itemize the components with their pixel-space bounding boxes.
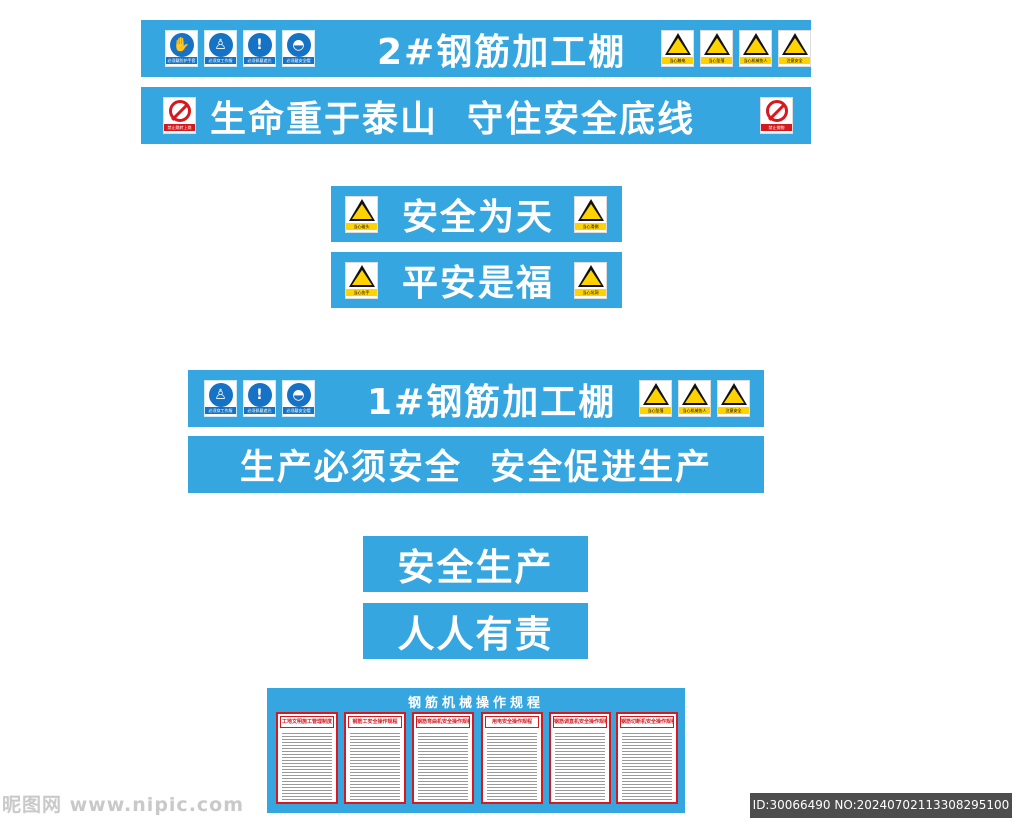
slogan-production: 安全生产 — [363, 536, 588, 592]
helmet-icon: ◓ — [286, 383, 311, 407]
machine-hazard-icon — [742, 33, 769, 55]
helmet-sign: ◓必须戴安全帽 — [282, 380, 315, 417]
helmet-sign: ◓必须戴安全帽 — [282, 30, 315, 67]
sign-caption: 注意安全 — [718, 407, 749, 414]
slip-icon — [577, 198, 604, 221]
overalls-icon: ♙ — [208, 383, 233, 407]
sign-caption: 当心滑倒 — [575, 222, 606, 230]
head-bump-sign: 当心碰头 — [345, 195, 378, 233]
slip-sign: 当心滑倒 — [574, 195, 607, 233]
banner-title: 2#钢筋加工棚 — [377, 31, 627, 73]
sign-caption: 禁止抛物 — [761, 124, 792, 131]
panel-body — [418, 731, 468, 801]
sign-caption: 必须戴防护手套 — [166, 57, 197, 64]
watermark-left: 昵图网 www.nipic.com — [2, 794, 245, 816]
rules-panel: 钢筋切断机安全操作规程 — [616, 712, 678, 804]
banner-title: 1#钢筋加工棚 — [367, 381, 617, 423]
caution-icon — [720, 383, 747, 405]
machine-hazard-icon — [681, 383, 708, 405]
slogan-text: 安全为天 — [401, 197, 554, 238]
slogan-peace: 当心伤手 平安是福 当心坑洞 — [331, 252, 622, 308]
banner-2-slogan: 禁止跳转上岗 生命重于泰山 守住安全底线 禁止抛物 — [141, 87, 811, 144]
slogan-safety-sky: 当心碰头 安全为天 当心滑倒 — [331, 186, 622, 242]
banner-1-shed: ♙必须穿工作服 !必须佩戴遮光 ◓必须戴安全帽 1#钢筋加工棚 当心坠落 当心机… — [188, 370, 764, 427]
sign-caption: 必须穿工作服 — [205, 407, 236, 414]
panel-body — [487, 731, 537, 801]
sign-caption: 当心碰头 — [346, 222, 377, 230]
helmet-icon: ◓ — [286, 33, 311, 57]
panel-heading: 钢筋调直机安全操作规程 — [553, 716, 607, 728]
fall-icon — [703, 33, 730, 55]
sign-caption: 禁止跳转上岗 — [164, 124, 195, 131]
sign-caption: 必须戴安全帽 — [283, 57, 314, 64]
exclamation-icon: ! — [247, 383, 272, 407]
rules-board: 钢筋机械操作规程 工地文明施工管理制度 钢筋工安全操作规程 钢筋弯曲机安全操作规… — [267, 688, 685, 813]
head-bump-icon — [348, 198, 375, 221]
sign-caption: 当心触电 — [662, 57, 693, 64]
pit-icon — [577, 264, 604, 287]
sign-caption: 当心伤手 — [346, 288, 377, 296]
exclamation-sign: !必须佩戴遮光 — [243, 30, 276, 67]
overalls-sign: ♙必须穿工作服 — [204, 380, 237, 417]
slogan-text: 生命重于泰山 守住安全底线 — [210, 98, 696, 140]
panel-heading: 钢筋弯曲机安全操作规程 — [416, 716, 470, 728]
sign-caption: 当心机械伤人 — [740, 57, 771, 64]
sign-caption: 必须戴安全帽 — [283, 407, 314, 414]
rules-panel: 钢筋工安全操作规程 — [344, 712, 406, 804]
sign-caption: 必须佩戴遮光 — [244, 57, 275, 64]
exclamation-sign: !必须佩戴遮光 — [243, 380, 276, 417]
sign-caption: 当心坑洞 — [575, 288, 606, 296]
electric-shock-sign: 当心触电 — [661, 30, 694, 67]
banner-1-slogan: 生产必须安全 安全促进生产 — [188, 436, 764, 493]
overalls-icon: ♙ — [208, 33, 233, 57]
sign-caption: 注意安全 — [779, 57, 810, 64]
rules-panel: 钢筋调直机安全操作规程 — [549, 712, 611, 804]
fall-sign: 当心坠落 — [700, 30, 733, 67]
caution-icon — [781, 33, 808, 55]
exclamation-icon: ! — [247, 33, 272, 57]
slogan-text: 安全生产 — [397, 546, 554, 589]
gloves-icon: ✋ — [169, 33, 194, 57]
sign-caption: 必须佩戴遮光 — [244, 407, 275, 414]
hand-injury-icon — [348, 264, 375, 287]
no-entry-icon — [168, 100, 191, 122]
gloves-sign: ✋必须戴防护手套 — [165, 30, 198, 67]
caution-sign: 注意安全 — [778, 30, 811, 67]
machine-hazard-sign: 当心机械伤人 — [678, 380, 711, 417]
panel-heading: 工地文明施工管理制度 — [280, 716, 334, 728]
caution-sign: 注意安全 — [717, 380, 750, 417]
fall-sign: 当心坠落 — [639, 380, 672, 417]
rules-panel: 钢筋弯曲机安全操作规程 — [412, 712, 474, 804]
banner-2-shed: ✋必须戴防护手套 ♙必须穿工作服 !必须佩戴遮光 ◓必须戴安全帽 2#钢筋加工棚… — [141, 20, 811, 77]
electric-shock-icon — [664, 33, 691, 55]
hand-injury-sign: 当心伤手 — [345, 261, 378, 299]
slogan-text: 生产必须安全 安全促进生产 — [239, 448, 713, 488]
rules-panel: 用电安全操作规程 — [481, 712, 543, 804]
rules-panel: 工地文明施工管理制度 — [276, 712, 338, 804]
no-throwing-sign: 禁止抛物 — [760, 97, 793, 134]
no-entry-sign: 禁止跳转上岗 — [163, 97, 196, 134]
panel-heading: 用电安全操作规程 — [485, 716, 539, 728]
no-throwing-icon — [765, 100, 788, 122]
fall-icon — [642, 383, 669, 405]
slogan-responsibility: 人人有责 — [363, 603, 588, 659]
sign-caption: 当心坠落 — [640, 407, 671, 414]
board-title: 钢筋机械操作规程 — [407, 696, 544, 711]
overalls-sign: ♙必须穿工作服 — [204, 30, 237, 67]
sign-caption: 当心机械伤人 — [679, 407, 710, 414]
panel-body — [350, 731, 400, 801]
machine-hazard-sign: 当心机械伤人 — [739, 30, 772, 67]
sign-caption: 当心坠落 — [701, 57, 732, 64]
panel-heading: 钢筋切断机安全操作规程 — [620, 716, 674, 728]
slogan-text: 平安是福 — [401, 263, 554, 304]
watermark-right: ID:30066490 NO:20240702113308295100 — [750, 793, 1012, 818]
panel-body — [555, 731, 605, 801]
panel-body — [282, 731, 332, 801]
panel-heading: 钢筋工安全操作规程 — [348, 716, 402, 728]
pit-sign: 当心坑洞 — [574, 261, 607, 299]
sign-caption: 必须穿工作服 — [205, 57, 236, 64]
slogan-text: 人人有责 — [397, 613, 554, 656]
panel-body — [622, 731, 672, 801]
